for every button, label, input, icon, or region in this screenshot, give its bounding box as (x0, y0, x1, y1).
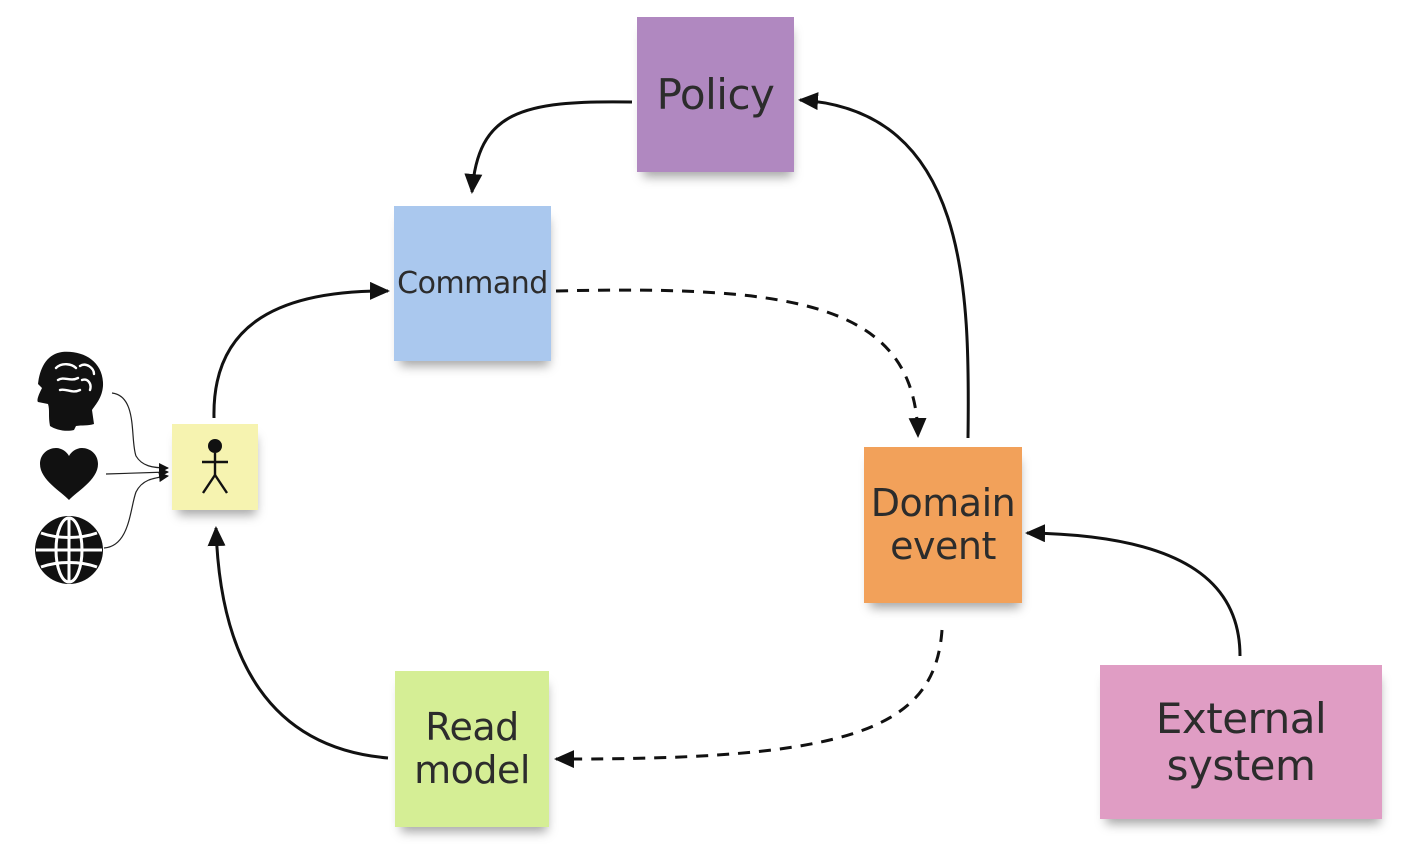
read-model-label-line-1: Read (425, 705, 519, 750)
policy-note: Policy (637, 17, 794, 172)
edge-actor-to-command (212, 281, 390, 419)
globe-icon (35, 516, 103, 584)
edge-brain-to-actor (111, 392, 169, 473)
domain-event-note: Domain event (864, 447, 1022, 603)
command-note: Command (394, 206, 551, 361)
stick-figure-icon (202, 439, 228, 494)
read-model-label-line-2: model (414, 748, 530, 792)
actor-note (172, 424, 258, 510)
edge-command-to-domain-event (555, 288, 927, 438)
external-system-label-line-2: system (1166, 741, 1316, 790)
external-system-label-line-1: External (1155, 693, 1327, 743)
brain-head-icon (37, 351, 104, 431)
edge-read-model-to-actor (207, 526, 389, 760)
heart-icon (40, 448, 98, 500)
edge-external-system-to-domain-event (1025, 524, 1242, 657)
edge-domain-event-to-policy (798, 92, 970, 439)
edge-heart-to-actor (105, 467, 169, 478)
edge-domain-event-to-read-model (554, 629, 944, 769)
edge-policy-to-command (464, 100, 633, 194)
domain-event-label-line-2: event (890, 524, 996, 568)
domain-event-label-line-1: Domain (870, 481, 1016, 526)
edge-globe-to-actor (103, 472, 169, 549)
external-system-note: External system (1100, 665, 1382, 819)
policy-label: Policy (656, 69, 775, 119)
read-model-note: Read model (395, 671, 549, 827)
command-label: Command (397, 265, 548, 301)
